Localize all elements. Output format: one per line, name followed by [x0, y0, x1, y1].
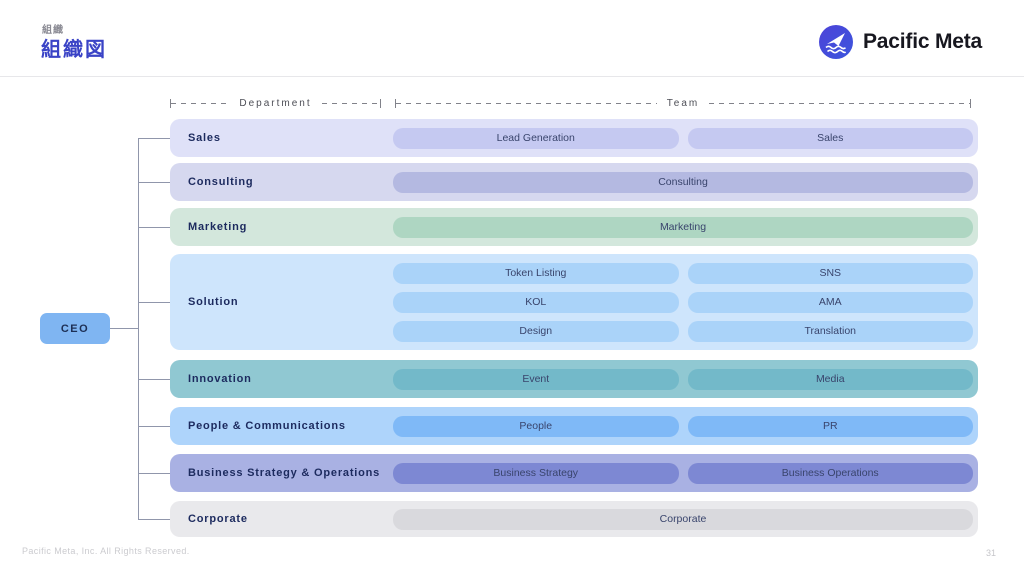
dash-endcap [380, 99, 381, 108]
team-pill: Event [393, 368, 679, 390]
team-pill: Marketing [393, 216, 973, 238]
department-row: Business Strategy & Operations Business S… [170, 454, 978, 492]
department-row: Sales Lead Generation Sales [170, 119, 978, 157]
team-pill: Translation [687, 320, 973, 342]
column-header-team: Team [395, 97, 972, 110]
team-pill: Business Strategy [393, 462, 679, 484]
page-number: 31 [985, 548, 996, 558]
team-pill: Token Listing [393, 262, 679, 284]
team-pill-line: Corporate [393, 508, 973, 530]
branch-connector-line [138, 138, 170, 139]
team-pill-stack: Event Media [393, 360, 973, 398]
team-pill: Design [393, 320, 679, 342]
dashed-line [396, 103, 657, 104]
department-label: Business Strategy & Operations [188, 467, 381, 479]
team-pill: Corporate [393, 508, 973, 530]
team-pill-stack: Token Listing SNS KOL AMA Design Translation [393, 254, 973, 350]
team-pill-stack: Business Strategy Business Operations [393, 454, 973, 492]
department-row: Marketing Marketing [170, 208, 978, 246]
team-pill-line: Marketing [393, 216, 973, 238]
team-pill-line: Design Translation [393, 320, 973, 342]
dash-endcap [170, 99, 171, 108]
footer-copyright: Pacific Meta, Inc. All Rights Reserved. [22, 546, 190, 556]
branch-connector-line [138, 519, 170, 520]
branch-connector-line [138, 473, 170, 474]
branch-connector-line [138, 426, 170, 427]
header-divider [0, 76, 1024, 77]
team-pill: Sales [687, 127, 973, 149]
team-pill: Media [687, 368, 973, 390]
team-pill-stack: People PR [393, 407, 973, 445]
team-pill-line: KOL AMA [393, 291, 973, 313]
branch-connector-line [138, 227, 170, 228]
team-pill-line: People PR [393, 415, 973, 437]
department-label: Sales [188, 132, 221, 144]
department-label: Marketing [188, 221, 248, 233]
team-pill: Lead Generation [393, 127, 679, 149]
ceo-node: CEO [40, 313, 110, 344]
team-pill-line: Consulting [393, 171, 973, 193]
dashed-line [709, 103, 971, 104]
team-pill: Business Operations [687, 462, 973, 484]
team-pill-line: Token Listing SNS [393, 262, 973, 284]
team-pill: People [393, 415, 679, 437]
department-row: People & Communications People PR [170, 407, 978, 445]
brand-name: Pacific Meta [863, 30, 982, 53]
department-label: Corporate [188, 513, 248, 525]
pacific-meta-logo-icon [819, 25, 853, 59]
team-pill: PR [687, 415, 973, 437]
department-label: Consulting [188, 176, 254, 188]
dashed-line [321, 103, 380, 104]
trunk-connector-line [138, 138, 139, 519]
team-pill-line: Lead Generation Sales [393, 127, 973, 149]
department-row: Consulting Consulting [170, 163, 978, 201]
column-header-department: Department [170, 97, 381, 110]
team-pill: AMA [687, 291, 973, 313]
department-label: People & Communications [188, 420, 346, 432]
department-label: Solution [188, 296, 239, 308]
branch-connector-line [138, 182, 170, 183]
branch-connector-line [138, 302, 170, 303]
department-row: Solution Token Listing SNS KOL AMA Design Tran… [170, 254, 978, 350]
team-pill-stack: Consulting [393, 163, 973, 201]
dash-endcap [970, 99, 972, 108]
team-column-label: Team [666, 98, 700, 109]
slide-eyebrow: 組織 [42, 25, 64, 36]
department-row: Innovation Event Media [170, 360, 978, 398]
team-pill: Consulting [393, 171, 973, 193]
team-pill: SNS [687, 262, 973, 284]
team-pill-line: Business Strategy Business Operations [393, 462, 973, 484]
team-pill-stack: Lead Generation Sales [393, 119, 973, 157]
team-pill-stack: Corporate [393, 501, 973, 537]
department-label: Innovation [188, 373, 252, 385]
page-title: 組織図 [41, 39, 107, 61]
team-pill-line: Event Media [393, 368, 973, 390]
dash-endcap [395, 99, 396, 108]
department-column-label: Department [239, 98, 312, 109]
branch-connector-line [138, 379, 170, 380]
brand-lockup: Pacific Meta [819, 25, 982, 59]
ceo-connector-line [110, 328, 138, 329]
team-pill-stack: Marketing [393, 208, 973, 246]
department-row: Corporate Corporate [170, 501, 978, 537]
dashed-line [171, 103, 230, 104]
team-pill: KOL [393, 291, 679, 313]
